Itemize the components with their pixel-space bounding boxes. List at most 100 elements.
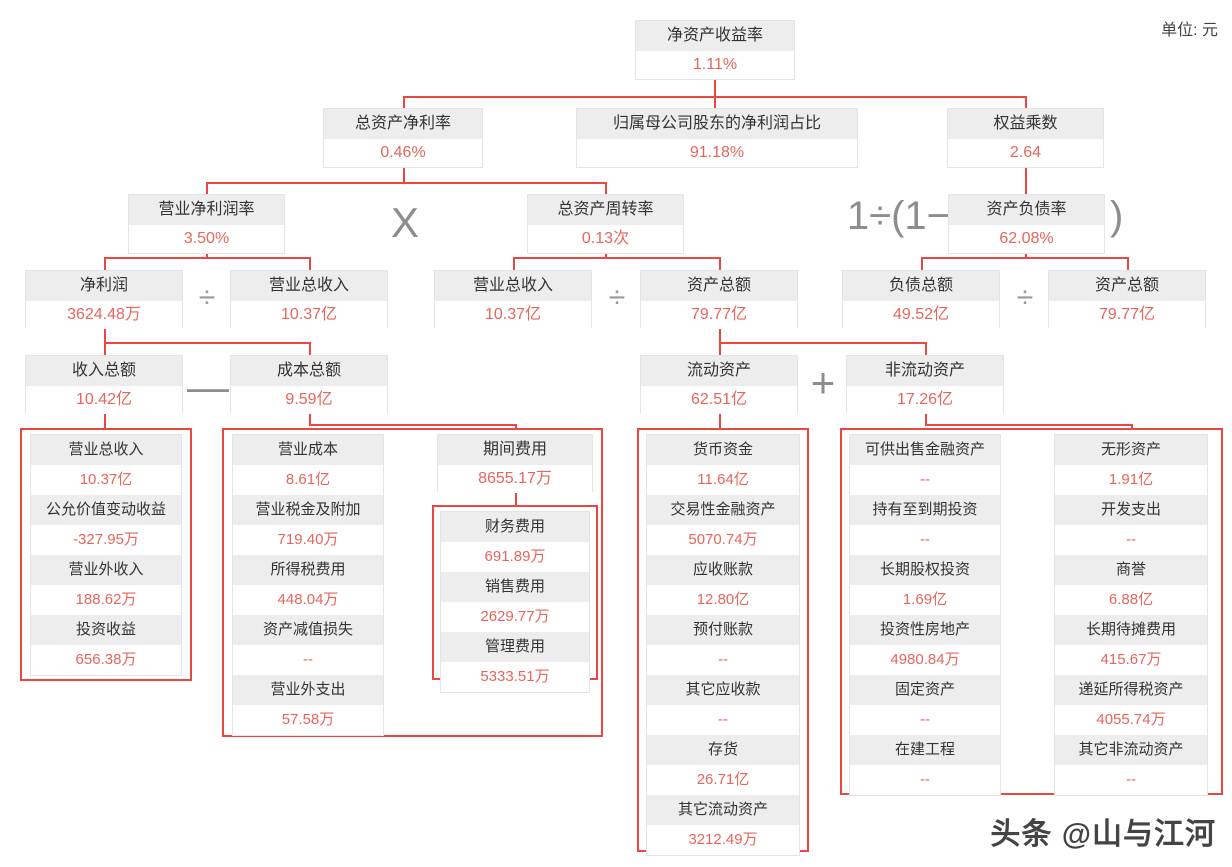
connector-row4-a-bus — [104, 257, 310, 259]
node-total-assets-a-label: 资产总额 — [641, 271, 797, 301]
connector-roa-down — [403, 167, 405, 184]
node-income-total-label: 收入总额 — [26, 356, 182, 386]
node-total-debt-value: 49.52亿 — [843, 301, 999, 329]
node-noncurrent-assets-label: 非流动资产 — [847, 356, 1003, 386]
list-item-label: 营业总收入 — [31, 435, 181, 465]
list-item-label: 投资收益 — [31, 615, 181, 645]
list-item-value: 691.89万 — [441, 542, 589, 572]
node-roe[interactable]: 净资产收益率 1.11% — [635, 20, 795, 80]
list-item-label: 预付账款 — [647, 615, 799, 645]
node-total-assets-b[interactable]: 资产总额 79.77亿 — [1048, 270, 1206, 329]
connector-periodexpense-up — [515, 424, 517, 429]
node-cost-total-value: 9.59亿 — [231, 386, 387, 414]
list-item-label: 应收账款 — [647, 555, 799, 585]
node-asset-turnover-label: 总资产周转率 — [528, 195, 683, 225]
connector-noncurrent-right-up — [1131, 424, 1133, 429]
node-cost-total-label: 成本总额 — [231, 356, 387, 386]
operator-minus: — — [187, 363, 229, 410]
list-item-label: 销售费用 — [441, 572, 589, 602]
connector-noncurrent-group-bus — [925, 424, 1131, 426]
node-noncurrent-assets[interactable]: 非流动资产 17.26亿 — [846, 355, 1004, 414]
node-asset-turnover[interactable]: 总资产周转率 0.13次 — [527, 194, 684, 254]
list-item-value: -- — [1055, 765, 1207, 795]
connector-currentassets-up — [719, 342, 721, 355]
node-period-expense[interactable]: 期间费用 8655.17万 — [437, 434, 593, 493]
connector-row5-b-bus — [719, 342, 925, 344]
connector-revenue-b-up — [513, 257, 515, 270]
node-revenue-b-value: 10.37亿 — [435, 301, 591, 329]
node-net-profit-margin[interactable]: 营业净利润率 3.50% — [128, 194, 285, 254]
list-item-label: 其它流动资产 — [647, 795, 799, 825]
node-revenue-b[interactable]: 营业总收入 10.37亿 — [434, 270, 592, 329]
list-item-label: 其它应收款 — [647, 675, 799, 705]
node-roe-label: 净资产收益率 — [636, 21, 794, 51]
list-item-value: -- — [850, 465, 1000, 495]
connector-totalassets-a-up — [719, 257, 721, 270]
unit-label: 单位: 元 — [1161, 22, 1218, 39]
node-asset-turnover-value: 0.13次 — [528, 225, 683, 253]
list-item-value: -- — [647, 645, 799, 675]
list-item-value: 448.04万 — [233, 585, 383, 615]
node-revenue-a[interactable]: 营业总收入 10.37亿 — [230, 270, 388, 329]
list-item-label: 可供出售金融资产 — [850, 435, 1000, 465]
connector-cost-group-bus — [309, 424, 515, 426]
list-item-value: -327.95万 — [31, 525, 181, 555]
list-item-value: -- — [647, 705, 799, 735]
connector-equity-up — [1025, 96, 1027, 110]
list-item-label: 营业外支出 — [233, 675, 383, 705]
node-net-profit-margin-value: 3.50% — [129, 225, 284, 253]
list-item-label: 存货 — [647, 735, 799, 765]
node-net-profit-value: 3624.48万 — [26, 301, 182, 329]
node-total-assets-a[interactable]: 资产总额 79.77亿 — [640, 270, 798, 329]
operator-divide-1: ÷ — [198, 281, 216, 314]
list-item-value: 719.40万 — [233, 525, 383, 555]
node-roa[interactable]: 总资产净利率 0.46% — [323, 108, 483, 168]
list-item-label: 长期股权投资 — [850, 555, 1000, 585]
list-item-label: 递延所得税资产 — [1055, 675, 1207, 705]
connector-row4-b-bus — [513, 257, 721, 259]
node-parent-profit-ratio[interactable]: 归属母公司股东的净利润占比 91.18% — [576, 108, 858, 168]
node-revenue-a-label: 营业总收入 — [231, 271, 387, 301]
connector-netprofit-up — [104, 257, 106, 270]
list-item-value: -- — [850, 525, 1000, 555]
connector-roe-down — [714, 78, 716, 98]
connector-periodexpense-down — [515, 489, 517, 505]
node-total-debt-label: 负债总额 — [843, 271, 999, 301]
connector-noncurrent-down — [925, 413, 927, 425]
list-item-label: 无形资产 — [1055, 435, 1207, 465]
group-noncurrent-assets-breakdown — [840, 428, 1223, 795]
equity-formula-left: 1÷(1− — [846, 194, 950, 238]
node-net-profit-label: 净利润 — [26, 271, 182, 301]
node-cost-total[interactable]: 成本总额 9.59亿 — [230, 355, 388, 414]
list-item-label: 其它非流动资产 — [1055, 735, 1207, 765]
list-item-value: 10.37亿 — [31, 465, 181, 495]
node-total-assets-b-label: 资产总额 — [1049, 271, 1205, 301]
node-income-total[interactable]: 收入总额 10.42亿 — [25, 355, 183, 414]
node-net-profit[interactable]: 净利润 3624.48万 — [25, 270, 183, 329]
connector-incometotal-up — [104, 342, 106, 355]
connector-noncurrent-up — [925, 342, 927, 355]
node-debt-ratio[interactable]: 资产负债率 62.08% — [948, 194, 1105, 254]
connector-row3-left-bus — [206, 182, 607, 184]
node-revenue-a-value: 10.37亿 — [231, 301, 387, 329]
connector-revenue-a-up — [309, 257, 311, 270]
node-total-debt[interactable]: 负债总额 49.52亿 — [842, 270, 1000, 329]
node-current-assets[interactable]: 流动资产 62.51亿 — [640, 355, 798, 414]
connector-roa-up — [403, 96, 405, 110]
list-item-value: 188.62万 — [31, 585, 181, 615]
watermark-text: 头条 @山与江河 — [990, 818, 1216, 851]
operator-divide-2: ÷ — [608, 281, 626, 314]
list-item-value: 57.58万 — [233, 705, 383, 735]
node-roa-label: 总资产净利率 — [324, 109, 482, 139]
connector-totalassets-b-up — [1127, 257, 1129, 270]
node-revenue-b-label: 营业总收入 — [435, 271, 591, 301]
node-equity-multiplier[interactable]: 权益乘数 2.64 — [947, 108, 1104, 168]
node-total-assets-a-value: 79.77亿 — [641, 301, 797, 329]
list-item-label: 固定资产 — [850, 675, 1000, 705]
